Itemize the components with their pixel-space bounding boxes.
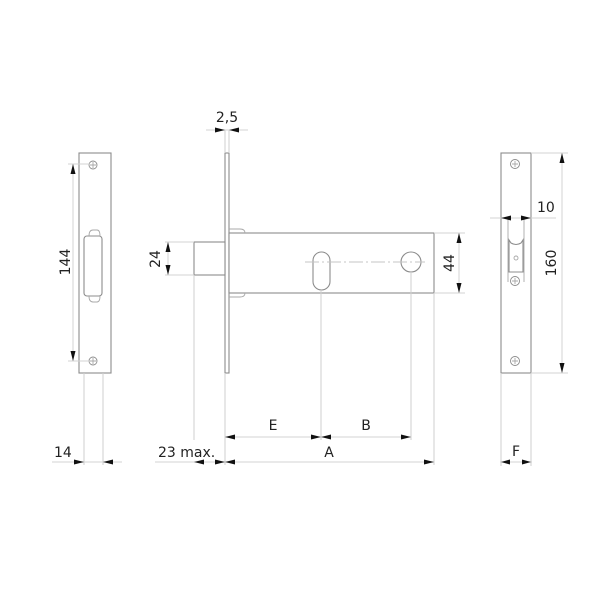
lock-case (228, 232, 435, 294)
arrow-icon (559, 363, 565, 373)
screw-icon (510, 159, 520, 169)
arrow-icon (424, 459, 434, 465)
arrow-icon (70, 351, 76, 361)
screw-icon (510, 356, 520, 366)
arrow-icon (501, 459, 510, 465)
dimension-label-F: F (512, 444, 520, 460)
faceplate-profile (224, 152, 230, 374)
arrow-icon (521, 215, 531, 221)
arrow-icon (103, 459, 113, 465)
dimension-label-23-max: 23 max. (158, 445, 215, 461)
arrow-icon (70, 164, 76, 174)
arrow-icon (225, 459, 235, 465)
cylinder-slot (312, 251, 331, 291)
case-tab-top (229, 228, 246, 234)
arrow-icon (321, 434, 331, 440)
arrow-icon (456, 283, 462, 293)
arrow-icon (194, 459, 204, 465)
faceplate-front-view: 10 160 F (490, 152, 568, 466)
case-tab-bottom (229, 292, 246, 298)
arrow-icon (215, 459, 225, 465)
strike-opening (83, 235, 103, 297)
strike-opening-bottom-lip (88, 295, 101, 303)
bolt (193, 241, 226, 276)
arrow-icon (229, 127, 239, 133)
dimension-label-A: A (324, 445, 334, 461)
dimension-label-B: B (361, 418, 371, 434)
strike-opening-top-lip (88, 229, 101, 237)
dimension-label-44: 44 (442, 254, 458, 272)
strike-plate-view: 144 14 (52, 152, 122, 465)
arrow-icon (522, 459, 531, 465)
dimension-label-E: E (269, 418, 278, 434)
latch-pin (513, 255, 519, 261)
arrow-icon (215, 127, 225, 133)
arrow-icon (165, 265, 171, 275)
latch-channel (507, 218, 525, 282)
screw-icon (510, 276, 520, 286)
lock-body-view: 2,5 24 44 E B 23 max. A (148, 110, 465, 465)
screw-icon (88, 356, 98, 366)
dimension-label-144: 144 (58, 249, 74, 276)
dimension-label-160: 160 (544, 250, 560, 277)
arrow-icon (559, 153, 565, 163)
arrow-icon (311, 434, 321, 440)
dimension-label-24: 24 (148, 250, 164, 268)
arrow-icon (165, 242, 171, 252)
arrow-icon (74, 459, 84, 465)
screw-icon (88, 160, 98, 170)
arrow-icon (225, 434, 235, 440)
dimension-label-14: 14 (54, 445, 72, 461)
arrow-icon (501, 215, 511, 221)
dimension-label-2-5: 2,5 (216, 110, 238, 126)
arrow-icon (401, 434, 411, 440)
arrow-icon (456, 233, 462, 243)
dimension-label-10: 10 (537, 200, 555, 216)
